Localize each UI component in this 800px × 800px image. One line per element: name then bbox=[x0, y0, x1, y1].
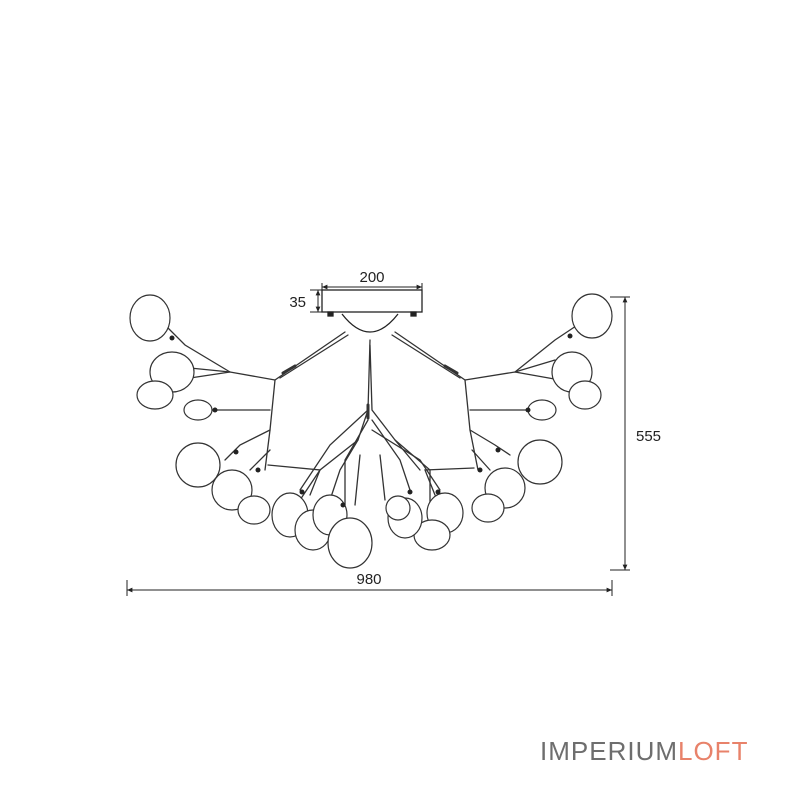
glass-globe-bulbs bbox=[129, 293, 613, 569]
ceiling-canopy bbox=[321, 289, 423, 333]
dimension-lines bbox=[126, 283, 630, 596]
brand-part-imperium: IMPERIUM bbox=[540, 736, 678, 766]
total-height-label: 555 bbox=[636, 428, 661, 445]
lamp-branches bbox=[159, 319, 586, 506]
total-width-label: 980 bbox=[356, 571, 381, 588]
canopy-width-label: 200 bbox=[359, 269, 384, 286]
canopy-height-label: 35 bbox=[289, 294, 306, 311]
brand-logo: IMPERIUMLOFT bbox=[540, 736, 748, 767]
brand-part-loft: LOFT bbox=[678, 736, 749, 766]
